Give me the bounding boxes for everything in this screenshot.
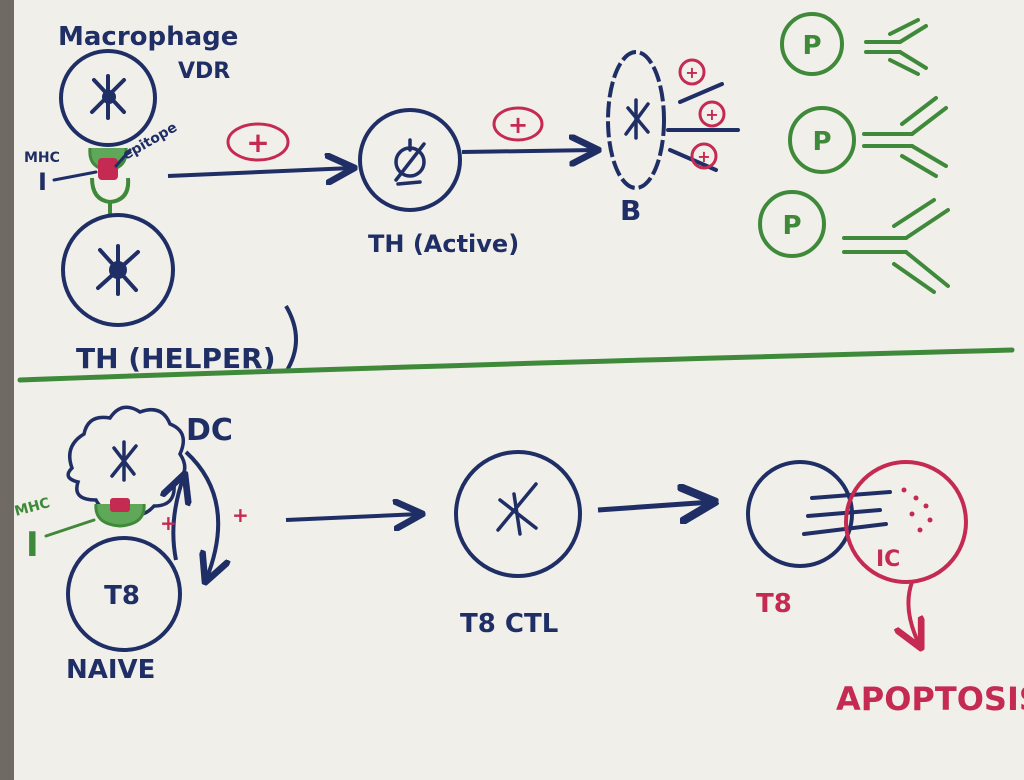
helper-label: TH (HELPER) <box>76 342 276 375</box>
ctl-cell <box>454 450 582 578</box>
active-label: TH (Active) <box>368 230 519 258</box>
naive-label: NAIVE <box>66 655 155 685</box>
svg-text:+: + <box>705 105 718 124</box>
plasma-cell-2: P <box>788 106 856 174</box>
plasma-cell-1: P <box>780 12 844 76</box>
mhc-label: MHC <box>24 150 60 166</box>
activation-arrow-2 <box>461 150 596 152</box>
mhc-class-label-bottom: I <box>26 525 39 565</box>
plasma-label-3: P <box>782 211 801 241</box>
canvas-board <box>14 0 1024 780</box>
apoptosis-arrow <box>908 581 920 646</box>
svg-text:+: + <box>685 63 698 82</box>
helper-t-cell <box>61 213 175 327</box>
target-label: IC <box>876 547 900 572</box>
plus-badge-2: + <box>492 106 544 142</box>
macrophage-label: Macrophage <box>58 22 238 52</box>
plus-badge-1: + <box>226 122 290 162</box>
t8-label: T8 <box>756 589 792 619</box>
differentiation-arrow <box>285 514 420 520</box>
mhc-complex <box>88 147 131 214</box>
b-label: B <box>620 194 641 227</box>
b-cell: + + + <box>606 50 740 190</box>
plasma-label-2: P <box>812 127 831 157</box>
feedback-arrow-down <box>184 450 218 580</box>
feedback-arrow-up <box>173 476 184 561</box>
active-t-cell <box>358 108 462 212</box>
dc-label: DC <box>186 413 233 448</box>
activation-arrow-1 <box>167 168 352 176</box>
apoptosis-label: APOPTOSIS <box>836 680 1024 718</box>
antibody-2 <box>862 96 948 178</box>
macrophage-cell <box>59 49 157 147</box>
mhc-complex-bottom <box>94 498 146 528</box>
target-cell: IC <box>844 460 968 584</box>
feedback-plus-2: + <box>232 503 249 527</box>
ctl-label: T8 CTL <box>460 609 558 639</box>
naive-t8-cell: T8 <box>66 536 182 652</box>
naive-cell-label: T8 <box>104 581 140 611</box>
svg-text:+: + <box>697 147 710 166</box>
antibody-1 <box>864 18 928 76</box>
attack-arrow <box>597 502 712 510</box>
mhc-pointer-bottom <box>44 518 96 538</box>
b-cell-receptor-plus <box>678 58 726 170</box>
antibody-3 <box>842 198 950 294</box>
helper-label-bracket <box>284 304 298 374</box>
mhc-pointer <box>52 170 98 182</box>
plasma-cell-3: P <box>758 190 826 258</box>
svg-text:+: + <box>508 111 528 139</box>
svg-text:+: + <box>246 126 269 159</box>
feedback-plus-1: + <box>160 511 177 535</box>
mhc-class-label: I <box>38 168 47 196</box>
section-divider <box>17 347 1015 383</box>
epitope-pointer <box>114 148 132 168</box>
plasma-label-1: P <box>802 31 821 61</box>
vdr-label: VDR <box>178 59 230 84</box>
